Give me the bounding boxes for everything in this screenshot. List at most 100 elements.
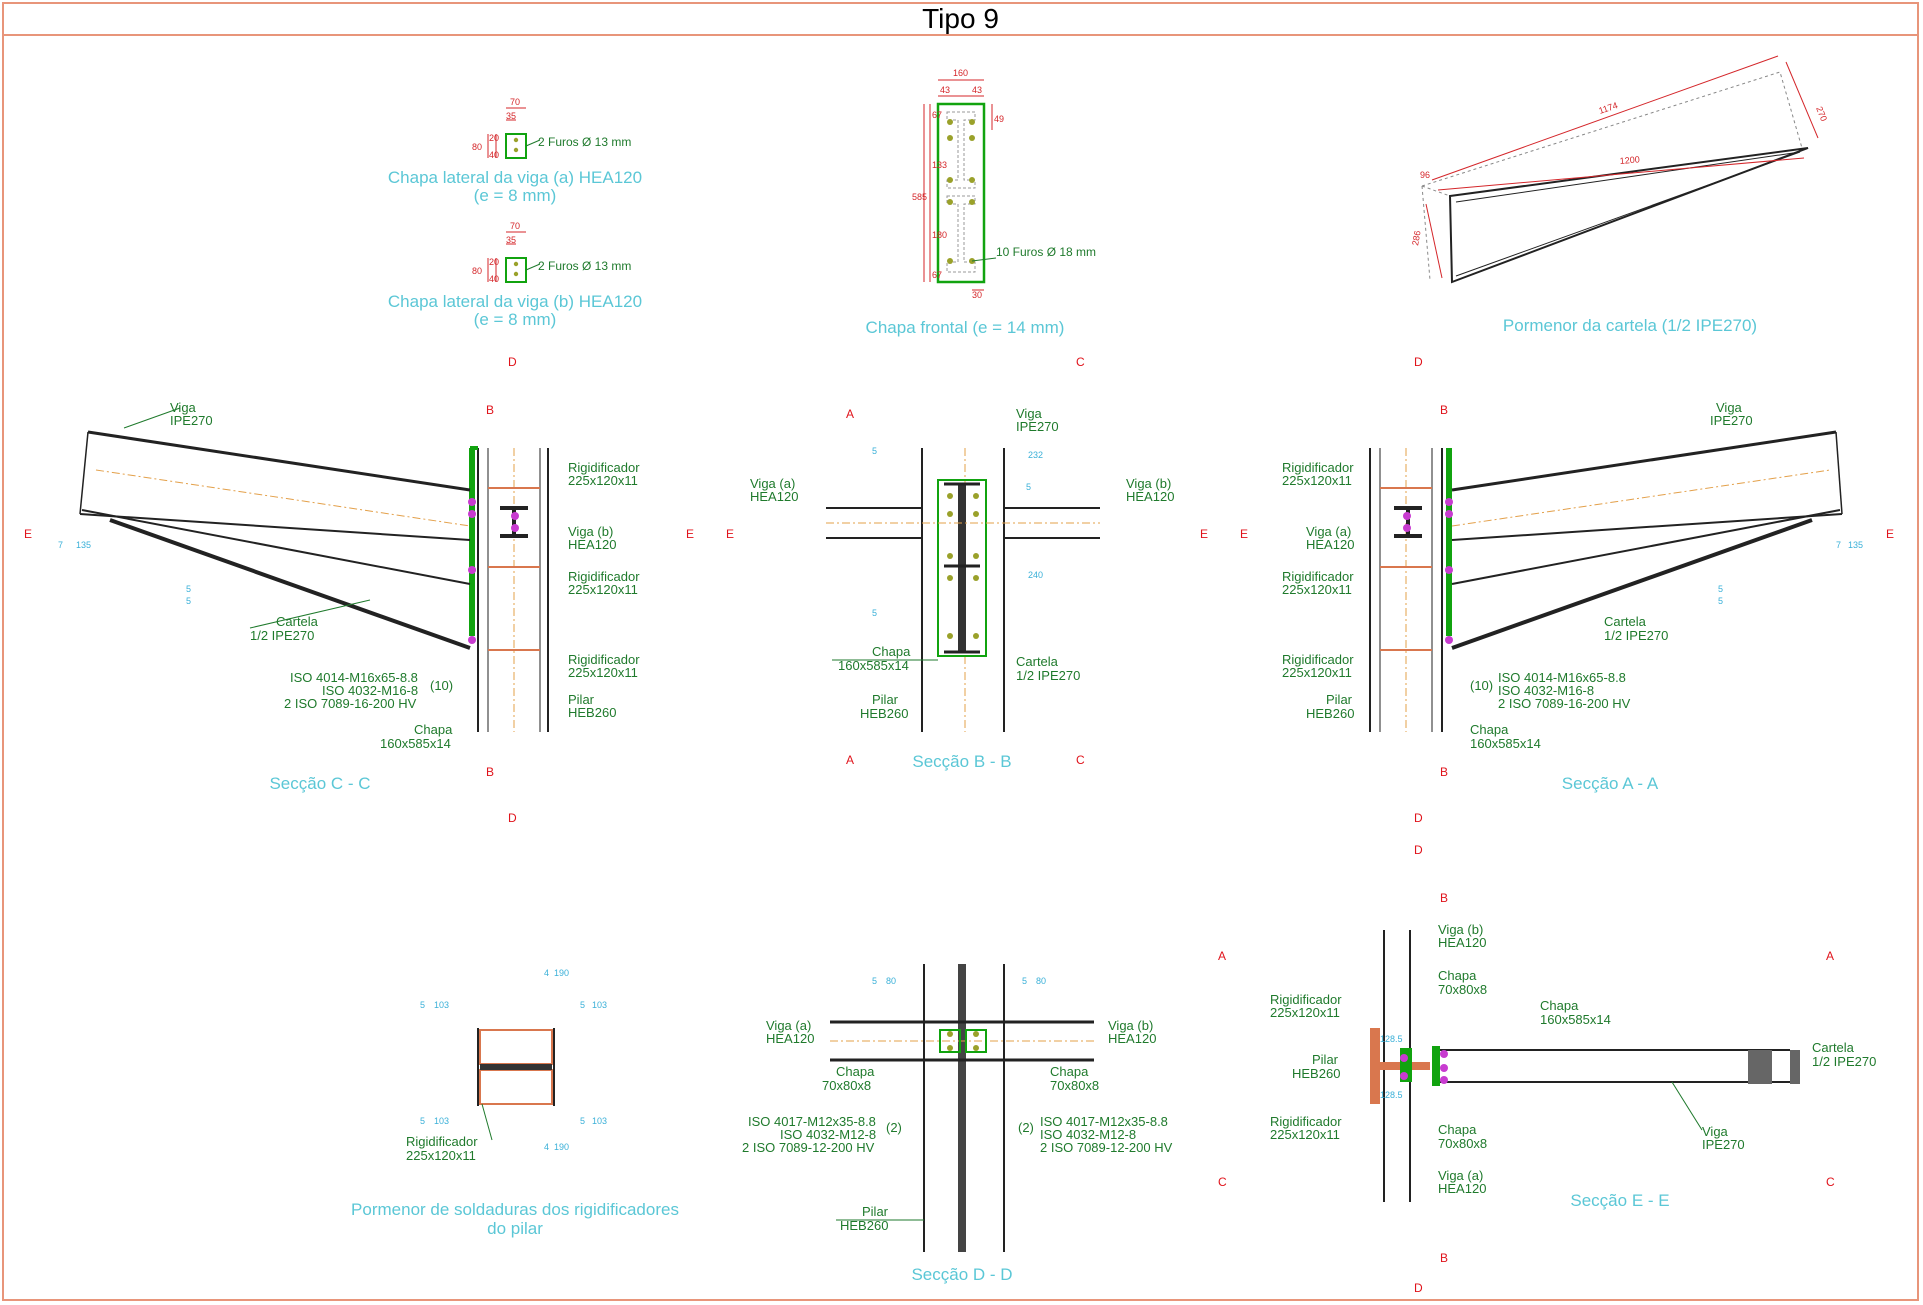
mark-b-top-cc: B	[486, 403, 494, 417]
iso-1c-aa: 2 ISO 7089-16-200 HV	[1498, 696, 1631, 711]
label-chapa-ee: Chapa	[1540, 998, 1579, 1013]
iso-2a-dd-left: ISO 4017-M12x35-8.8	[748, 1114, 876, 1129]
side-plate-a-drawing: 70 35 80 20 40 2 Furos Ø 13 mm	[472, 97, 631, 160]
caption-section-ee: Secção E - E	[1570, 1191, 1670, 1210]
weld-103-detail-4: 103	[592, 1116, 607, 1126]
mark-e-right-aa: E	[1886, 527, 1894, 541]
label-rigid-aa-3: Rigidificador	[1282, 652, 1354, 667]
label-hea120-aa: HEA120	[1306, 537, 1354, 552]
weld-232-bb: 232	[1028, 450, 1043, 460]
label-rigid-cc-3: Rigidificador	[568, 652, 640, 667]
weld-5-detail-3: 5	[420, 1116, 425, 1126]
label-chapa70-dd-left: 70x80x8	[822, 1078, 871, 1093]
dim-20-b: 20	[489, 257, 499, 267]
label-rigid-weld: Rigidificador	[406, 1134, 478, 1149]
caption-section-cc: Secção C - C	[269, 774, 371, 793]
label-rigid-size-aa-3: 225x120x11	[1282, 665, 1352, 680]
label-hea120-a-ee: HEA120	[1438, 1181, 1486, 1196]
label-hea120-b-bb: HEA120	[1126, 489, 1174, 504]
label-pilar-bb: Pilar	[872, 692, 899, 707]
weld-103-detail-2: 103	[592, 1000, 607, 1010]
weld-4-detail-1: 4	[544, 968, 549, 978]
label-rigid-size-aa-1: 225x120x11	[1282, 473, 1352, 488]
label-viga-b-cc: Viga (b)	[568, 524, 613, 539]
weld-135-cc: 135	[76, 540, 91, 550]
label-rigid-cc-2: Rigidificador	[568, 569, 640, 584]
label-chapa-dd-right: Chapa	[1050, 1064, 1089, 1079]
dim-270: 270	[1814, 105, 1829, 123]
dim-20-a: 20	[489, 133, 499, 143]
caption-section-dd: Secção D - D	[911, 1265, 1013, 1284]
label-half-ipe270-bb: 1/2 IPE270	[1016, 668, 1080, 683]
mark-e-left-cc: E	[24, 527, 32, 541]
iso-1a-aa: ISO 4014-M16x65-8.8	[1498, 670, 1626, 685]
weld-5a-aa: 5	[1718, 584, 1723, 594]
label-chapa-cc: Chapa	[414, 722, 453, 737]
side-plate-b-drawing: 70 35 80 20 40 2 Furos Ø 13 mm	[472, 221, 631, 284]
label-rigid-size-cc-2: 225x120x11	[568, 582, 638, 597]
label-pilar-aa: Pilar	[1326, 692, 1353, 707]
label-rigid-size-cc-1: 225x120x11	[568, 473, 638, 488]
caption-plate-a-thickness: (e = 8 mm)	[473, 186, 557, 205]
weld-4-detail-2: 4	[544, 1142, 549, 1152]
label-heb260-bb: HEB260	[860, 706, 908, 721]
label-ipe270-aa: IPE270	[1710, 413, 1753, 428]
mark-d-bottom-aa: D	[1414, 811, 1423, 825]
section-bb-drawing: Viga IPE270 Viga (a) HEA120 Viga (b) HEA…	[726, 355, 1208, 767]
section-cc-drawing: Viga IPE270 Rigidificador 225x120x11 Vig…	[24, 355, 694, 825]
iso-2c-dd-right: 2 ISO 7089-12-200 HV	[1040, 1140, 1173, 1155]
label-cartela-cc: Cartela	[276, 614, 319, 629]
label-hea120-cc: HEA120	[568, 537, 616, 552]
label-chapa-bb: Chapa	[872, 644, 911, 659]
label-viga-a-dd: Viga (a)	[766, 1018, 811, 1033]
section-ee-drawing: Viga (b) HEA120 Chapa 70x80x8 Chapa 160x…	[1218, 843, 1876, 1295]
label-half-ipe270-cc: 1/2 IPE270	[250, 628, 314, 643]
mark-e-right-bb: E	[1200, 527, 1208, 541]
mark-b-bottom-ee: B	[1440, 1251, 1448, 1265]
weld-5b-cc: 5	[186, 596, 191, 606]
label-hea120-a-bb: HEA120	[750, 489, 798, 504]
label-pilar-cc: Pilar	[568, 692, 595, 707]
iso-1a-cc: ISO 4014-M16x65-8.8	[290, 670, 418, 685]
label-viga-aa: Viga	[1716, 400, 1743, 415]
label-ipe270-bb: IPE270	[1016, 419, 1059, 434]
label-chapa-size-aa: 160x585x14	[1470, 736, 1541, 751]
iso-1b-cc: ISO 4032-M16-8	[322, 683, 418, 698]
caption-plate-a: Chapa lateral da viga (a) HEA120	[387, 168, 643, 187]
weld-190-detail-1: 190	[554, 968, 569, 978]
mark-c-top-bb: C	[1076, 355, 1085, 369]
weld-7-aa: 7	[1836, 540, 1841, 550]
label-cartela-aa: Cartela	[1604, 614, 1647, 629]
dim-67-top: 67	[932, 110, 942, 120]
label-half-ipe270-ee: 1/2 IPE270	[1812, 1054, 1876, 1069]
dim-35-b: 35	[506, 235, 516, 245]
note-holes-13-b: 2 Furos Ø 13 mm	[538, 259, 631, 273]
mark-d-top-ee: D	[1414, 843, 1423, 857]
dim-286: 286	[1410, 230, 1422, 247]
label-viga-a-aa: Viga (a)	[1306, 524, 1351, 539]
label-chapa-size-bb: 160x585x14	[838, 658, 909, 673]
label-viga-a-ee: Viga (a)	[1438, 1168, 1483, 1183]
dim-30: 30	[972, 290, 982, 300]
label-rigid-ee-1: Rigidificador	[1270, 992, 1342, 1007]
iso-1b-aa: ISO 4032-M16-8	[1498, 683, 1594, 698]
label-chapa-ee-top: Chapa	[1438, 968, 1477, 983]
caption-plate-b-thickness: (e = 8 mm)	[473, 310, 557, 329]
mark-c-left-ee: C	[1218, 1175, 1227, 1189]
label-chapa70-ee-top: 70x80x8	[1438, 982, 1487, 997]
dim-133: 133	[932, 160, 947, 170]
dim-40-a: 40	[489, 150, 499, 160]
weld-135-aa: 135	[1848, 540, 1863, 550]
weld-5-detail-2: 5	[580, 1000, 585, 1010]
label-rigid-aa-1: Rigidificador	[1282, 460, 1354, 475]
dim-49: 49	[994, 114, 1004, 124]
dim-180: 180	[932, 230, 947, 240]
weld-1285-ee-1: 128.5	[1380, 1034, 1403, 1044]
dim-70-b: 70	[510, 221, 520, 231]
caption-section-bb: Secção B - B	[912, 752, 1012, 771]
weld-5a-cc: 5	[186, 584, 191, 594]
dim-43-right: 43	[972, 85, 982, 95]
section-aa-drawing: Viga IPE270 Rigidificador 225x120x11 Vig…	[1240, 355, 1894, 825]
